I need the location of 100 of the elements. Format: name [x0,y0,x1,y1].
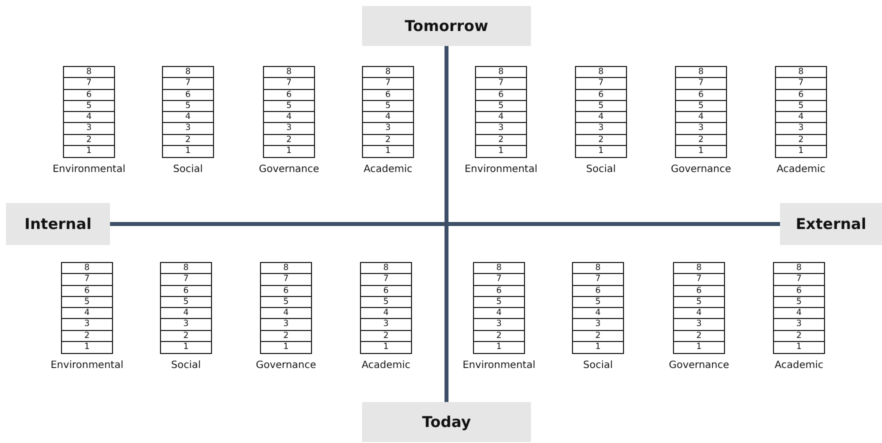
scale-number: 8 [774,263,824,274]
axis-line [110,222,780,226]
scale-number: 5 [161,296,211,308]
scale-number: 8 [62,263,112,274]
scale-number: 7 [474,274,524,286]
scale-number: 8 [573,263,623,274]
scale-number: 2 [161,330,211,342]
scale-number: 5 [674,296,724,308]
scale-number: 5 [576,100,626,112]
category-label: Academic [776,164,826,175]
scale-number: 7 [674,274,724,286]
scale-number: 6 [361,286,411,297]
axis-line [444,46,448,402]
scale-number: 2 [776,134,826,146]
scale-number: 3 [163,123,213,134]
scale-number: 1 [384,146,392,157]
axis-label-box: Tomorrow [362,6,531,46]
scale-number: 1 [594,342,602,353]
scale-number: 7 [163,78,213,90]
scale-number: 3 [674,319,724,330]
scale-number: 2 [64,134,114,146]
scale-number: 7 [64,78,114,90]
scale-number: 5 [774,296,824,308]
scale-number: 2 [474,330,524,342]
scale-number: 4 [573,308,623,320]
scale-number: 6 [774,286,824,297]
category-label: Academic [362,360,410,371]
scale-number: 8 [474,263,524,274]
axis-label-box: Internal [6,203,110,245]
scale-number: 5 [474,296,524,308]
scale-number: 3 [776,123,826,134]
scale-number: 2 [361,330,411,342]
scale-number: 7 [576,78,626,90]
scale-number: 1 [184,146,192,157]
scale-number: 4 [676,112,726,124]
category-label: Environmental [462,360,536,371]
scale-number: 3 [676,123,726,134]
scale-number: 6 [476,90,526,101]
scale-number: 3 [474,319,524,330]
scale-number: 3 [476,123,526,134]
category-label: Governance [258,164,320,175]
scale-number: 8 [363,67,413,78]
scale-number: 8 [776,67,826,78]
scale-number: 5 [676,100,726,112]
scale-number: 4 [161,308,211,320]
scale-number: 1 [85,146,93,157]
category-label: Social [583,360,613,371]
category-label: Social [173,164,203,175]
scale-number: 5 [573,296,623,308]
scale-number: 4 [476,112,526,124]
scale-number: 3 [64,123,114,134]
category-label: Environmental [50,360,124,371]
scale-number: 1 [285,146,293,157]
scale-number: 1 [695,342,703,353]
scale-number: 2 [573,330,623,342]
scale-number: 6 [363,90,413,101]
scale-number: 7 [776,78,826,90]
scale-number: 4 [62,308,112,320]
scale-number: 1 [697,146,705,157]
scale-number: 4 [474,308,524,320]
scale-number: 2 [674,330,724,342]
scale-number: 6 [776,90,826,101]
scale-number: 5 [64,100,114,112]
scale-number: 8 [163,67,213,78]
axis-label-box: External [780,203,882,245]
scale-number: 5 [264,100,314,112]
scale-number: 4 [674,308,724,320]
category-label: Academic [774,360,824,371]
scale-number: 5 [363,100,413,112]
scale-number: 3 [161,319,211,330]
scale-number: 2 [576,134,626,146]
scale-number: 7 [62,274,112,286]
scale-number: 6 [62,286,112,297]
category-label: Environmental [464,164,538,175]
scale-number: 7 [363,78,413,90]
scale-number: 3 [774,319,824,330]
scale-number: 2 [676,134,726,146]
scale-number: 4 [261,308,311,320]
scale-number: 4 [363,112,413,124]
scale-number: 5 [163,100,213,112]
scale-number: 7 [361,274,411,286]
scale-number: 8 [261,263,311,274]
scale-number: 8 [64,67,114,78]
scale-number: 5 [361,296,411,308]
scale-number: 4 [774,308,824,320]
category-label: Social [586,164,616,175]
scale-number: 3 [264,123,314,134]
scale-number: 5 [476,100,526,112]
scale-number: 2 [62,330,112,342]
scale-number: 7 [774,274,824,286]
scale-number: 3 [361,319,411,330]
category-label: Social [171,360,201,371]
scale-number: 3 [576,123,626,134]
scale-number: 8 [676,67,726,78]
scale-number: 5 [62,296,112,308]
scale-number: 3 [363,123,413,134]
scale-number: 1 [83,342,91,353]
scale-number: 5 [261,296,311,308]
scale-number: 1 [795,342,803,353]
scale-number: 8 [674,263,724,274]
